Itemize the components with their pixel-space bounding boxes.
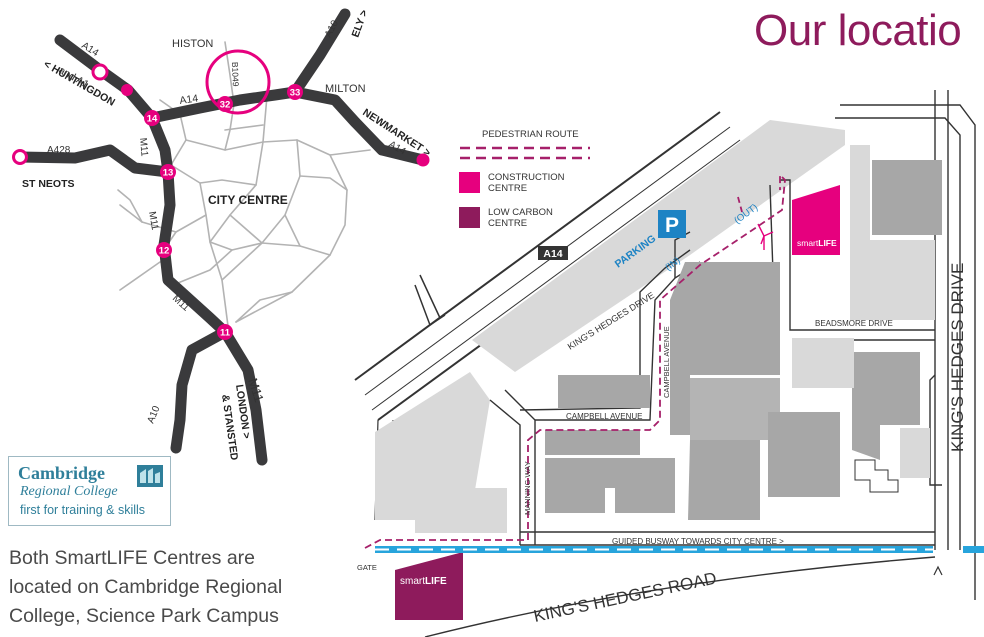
college-logo[interactable]: Cambridge Regional College first for tra… <box>8 456 171 526</box>
label-m11-b: M11 <box>146 211 160 232</box>
college-subtitle: Regional College <box>20 484 118 499</box>
description-text: Both SmartLIFE Centres are located on Ca… <box>9 544 329 631</box>
label-city-centre: CITY CENTRE <box>208 193 288 207</box>
svg-text:smartLIFE: smartLIFE <box>400 576 447 587</box>
legend-construction-line2: CENTRE <box>488 183 527 194</box>
major-roads <box>14 8 429 466</box>
svg-text:32: 32 <box>220 100 231 111</box>
stepped-building <box>854 459 899 493</box>
page-title: Our locatio <box>754 6 962 55</box>
label-campbell-avenue-vertical: CAMPBELL AVENUE <box>662 326 671 398</box>
huntingdon-dot <box>121 84 133 96</box>
legend: PEDESTRIAN ROUTE CONSTRUCTION CENTRE LOW… <box>459 129 590 229</box>
svg-text:11: 11 <box>220 328 231 339</box>
description-line-3: College, Science Park Campus <box>9 605 279 627</box>
label-guided-busway: GUIDED BUSWAY TOWARDS CITY CENTRE > <box>612 537 784 546</box>
label-beadsmore-drive: BEADSMORE DRIVE <box>815 319 893 328</box>
huntingdon-endpoint <box>91 63 109 81</box>
st-neots-endpoint <box>12 149 28 165</box>
label-a10-south: A10 <box>146 404 163 425</box>
busway <box>375 546 933 553</box>
label-milton: MILTON <box>325 83 366 95</box>
label-kings-hedges-drive-large: KING'S HEDGES DRIVE <box>948 263 967 452</box>
pedestrian-route <box>364 172 786 549</box>
newmarket-endpoint <box>416 153 430 167</box>
college-name: Cambridge <box>18 463 105 483</box>
legend-construction-line1: CONSTRUCTION <box>488 172 565 183</box>
regional-map: 14 32 33 13 12 11 HISTON MILTON CITY CEN… <box>12 8 433 466</box>
svg-text:33: 33 <box>290 88 301 99</box>
svg-text:P: P <box>665 214 679 237</box>
grey-area-left <box>375 372 490 520</box>
description-line-1: Both SmartLIFE Centres are <box>9 547 256 569</box>
construction-centre: smartLIFE <box>792 185 840 255</box>
junction-32: 32 <box>217 96 233 112</box>
label-m11-a: M11 <box>137 137 150 157</box>
label-b1049: B1049 <box>230 62 241 87</box>
junction-11: 11 <box>217 324 233 340</box>
college-tagline: first for training & skills <box>20 503 146 517</box>
junction-13: 13 <box>160 164 176 180</box>
junction-33: 33 <box>287 84 303 100</box>
college-emblem-icon <box>137 465 163 487</box>
legend-low-carbon-line2: CENTRE <box>488 218 527 229</box>
description-line-2: located on Cambridge Regional <box>9 576 283 598</box>
legend-low-carbon-swatch <box>459 207 480 228</box>
label-a428: A428 <box>47 145 71 156</box>
svg-text:smartLIFE: smartLIFE <box>797 238 837 248</box>
label-a14-mid: A14 <box>179 92 199 107</box>
a14-shield: A14 <box>538 246 568 260</box>
label-campbell-avenue-horizontal: CAMPBELL AVENUE <box>566 412 642 421</box>
junction-14: 14 <box>144 110 160 126</box>
label-gate: GATE <box>357 563 377 572</box>
kings-hedges-road <box>424 556 936 637</box>
legend-low-carbon-line1: LOW CARBON <box>488 207 553 218</box>
caret-mark <box>933 565 943 576</box>
label-st-neots: ST NEOTS <box>22 178 75 190</box>
b1049-circle <box>205 49 271 115</box>
buildings <box>545 145 942 520</box>
legend-construction-swatch <box>459 172 480 193</box>
low-carbon-centre: smartLIFE <box>395 552 463 620</box>
label-m11-d: M11 <box>245 376 267 404</box>
legend-pedestrian-label: PEDESTRIAN ROUTE <box>482 129 579 140</box>
junction-markers: 14 32 33 13 12 11 <box>144 84 303 340</box>
slip-road <box>414 284 446 327</box>
grey-area-gate <box>415 488 507 533</box>
city-roads <box>117 41 371 327</box>
parking-strip <box>472 120 845 372</box>
label-histon: HISTON <box>172 38 213 50</box>
label-manning-way: MANNING WAY <box>523 461 532 515</box>
label-kings-hedges-road: KING'S HEDGES ROAD <box>532 569 718 626</box>
svg-text:A14: A14 <box>543 248 562 260</box>
label-ely: ELY > <box>350 8 371 39</box>
svg-text:13: 13 <box>163 168 174 179</box>
junction-12: 12 <box>156 242 172 258</box>
svg-text:12: 12 <box>159 246 170 257</box>
wind-turbine-icon <box>757 223 774 250</box>
site-map: smartLIFE smartLIFE A14 <box>354 90 984 637</box>
parking-icon: P <box>658 210 686 238</box>
svg-text:14: 14 <box>147 114 158 125</box>
